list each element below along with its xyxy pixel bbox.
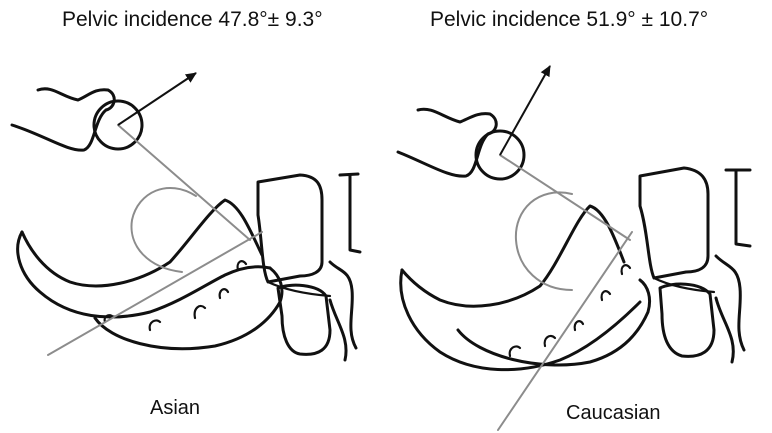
caucasian-l5-vertebra: [640, 168, 708, 278]
caucasian-femur-outline: [398, 109, 496, 176]
caucasian-hip-axis-line: [500, 155, 630, 240]
asian-posterior-elements: [330, 174, 360, 360]
caucasian-vector-arrow: [500, 66, 550, 155]
caucasian-sacral-foramina: [510, 265, 630, 356]
asian-vector-arrow: [118, 73, 196, 125]
caucasian-ischium-outline: [401, 270, 640, 370]
caucasian-sacral-perpendicular-line: [498, 232, 632, 430]
caucasian-label: Caucasian: [566, 402, 661, 425]
asian-sacral-perpendicular-line: [48, 232, 262, 355]
caucasian-angle-arc: [516, 192, 572, 290]
caucasian-sacrum-outline: [458, 280, 650, 365]
caucasian-pelvis-diagram: [398, 66, 750, 430]
asian-angle-arc: [131, 188, 196, 272]
asian-sacrum-outline: [95, 268, 282, 349]
asian-hip-axis-line: [118, 125, 250, 240]
asian-label: Asian: [150, 397, 200, 420]
asian-pelvis-diagram: [12, 73, 360, 360]
caucasian-s1-vertebra: [660, 284, 714, 356]
caucasian-posterior-elements: [716, 170, 750, 362]
caucasian-ilium-outline: [402, 206, 624, 306]
asian-l5-vertebra: [258, 175, 322, 282]
